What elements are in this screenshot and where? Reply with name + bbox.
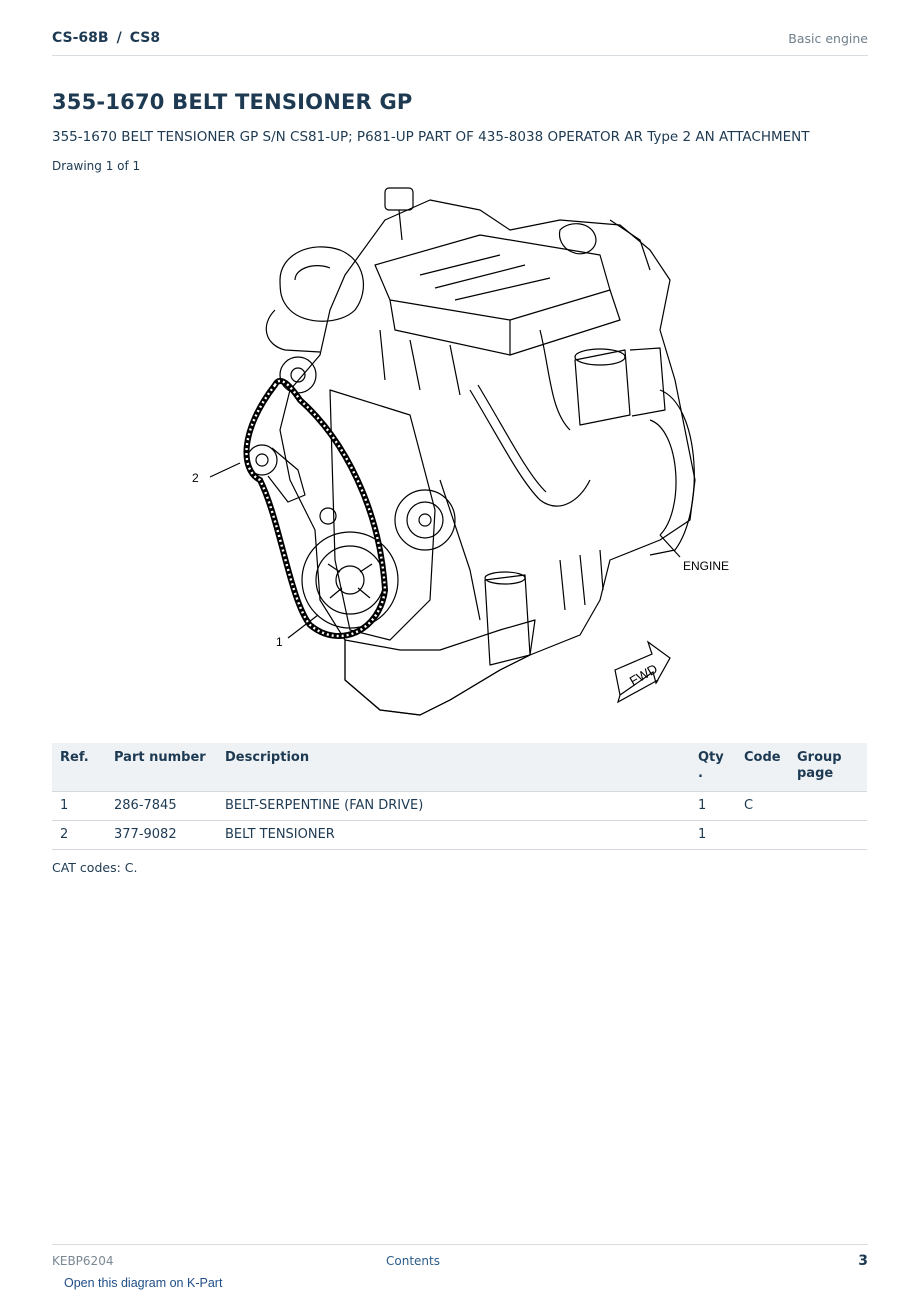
cell-qty: 1 (690, 820, 736, 850)
header-group-line1: Group (797, 750, 842, 765)
contents-link[interactable]: Contents (386, 1254, 440, 1268)
header-code: Code (736, 743, 789, 792)
cat-codes-note: CAT codes: C. (52, 860, 138, 875)
breadcrumb-separator: / (116, 30, 122, 46)
cell-code (736, 820, 789, 850)
cell-part-number[interactable]: 377-9082 (106, 820, 217, 850)
table-row[interactable]: 1 286-7845 BELT-SERPENTINE (FAN DRIVE) 1… (52, 791, 867, 821)
table-header-row: Ref. Part number Description Qty. Code G… (52, 743, 867, 792)
callout-2[interactable]: 2 (192, 471, 199, 485)
open-on-kpart-link[interactable]: Open this diagram on K-Part (64, 1276, 223, 1290)
cell-group-page (789, 820, 867, 850)
cell-ref: 1 (52, 791, 106, 821)
table-row[interactable]: 2 377-9082 BELT TENSIONER 1 (52, 820, 867, 850)
header-group-line2: page (797, 766, 834, 781)
header-part-number: Part number (106, 743, 217, 792)
header-qty-line2: . (698, 766, 703, 781)
page-header: CS-68B / CS8 Basic engine (52, 28, 868, 56)
breadcrumb-series[interactable]: CS8 (129, 30, 161, 46)
document-id: KEBP6204 (52, 1254, 114, 1268)
cell-description: BELT TENSIONER (217, 820, 690, 850)
cell-ref: 2 (52, 820, 106, 850)
parts-table: Ref. Part number Description Qty. Code G… (52, 743, 867, 850)
cell-group-page (789, 791, 867, 821)
breadcrumb-model[interactable]: CS-68B (52, 30, 109, 46)
engine-line-drawing: FWD 2 1 ENGINE (192, 187, 729, 716)
page-title: 355-1670 BELT TENSIONER GP (52, 90, 413, 114)
cell-qty: 1 (690, 791, 736, 821)
cell-part-number[interactable]: 286-7845 (106, 791, 217, 821)
header-ref: Ref. (52, 743, 106, 792)
header-qty: Qty. (690, 743, 736, 792)
page-number: 3 (858, 1253, 868, 1269)
cell-description: BELT-SERPENTINE (FAN DRIVE) (217, 791, 690, 821)
breadcrumb: CS-68B / CS8 (52, 30, 160, 46)
header-qty-line1: Qty (698, 750, 724, 765)
callout-1[interactable]: 1 (276, 635, 283, 649)
drawing-count: Drawing 1 of 1 (52, 159, 141, 173)
cell-code: C (736, 791, 789, 821)
engine-label: ENGINE (683, 559, 729, 573)
page-subtitle: 355-1670 BELT TENSIONER GP S/N CS81-UP; … (52, 129, 810, 145)
page-footer: KEBP6204 Contents 3 (52, 1244, 868, 1275)
section-label: Basic engine (788, 31, 868, 46)
engine-diagram[interactable]: FWD 2 1 ENGINE (180, 180, 740, 725)
header-description: Description (217, 743, 690, 792)
